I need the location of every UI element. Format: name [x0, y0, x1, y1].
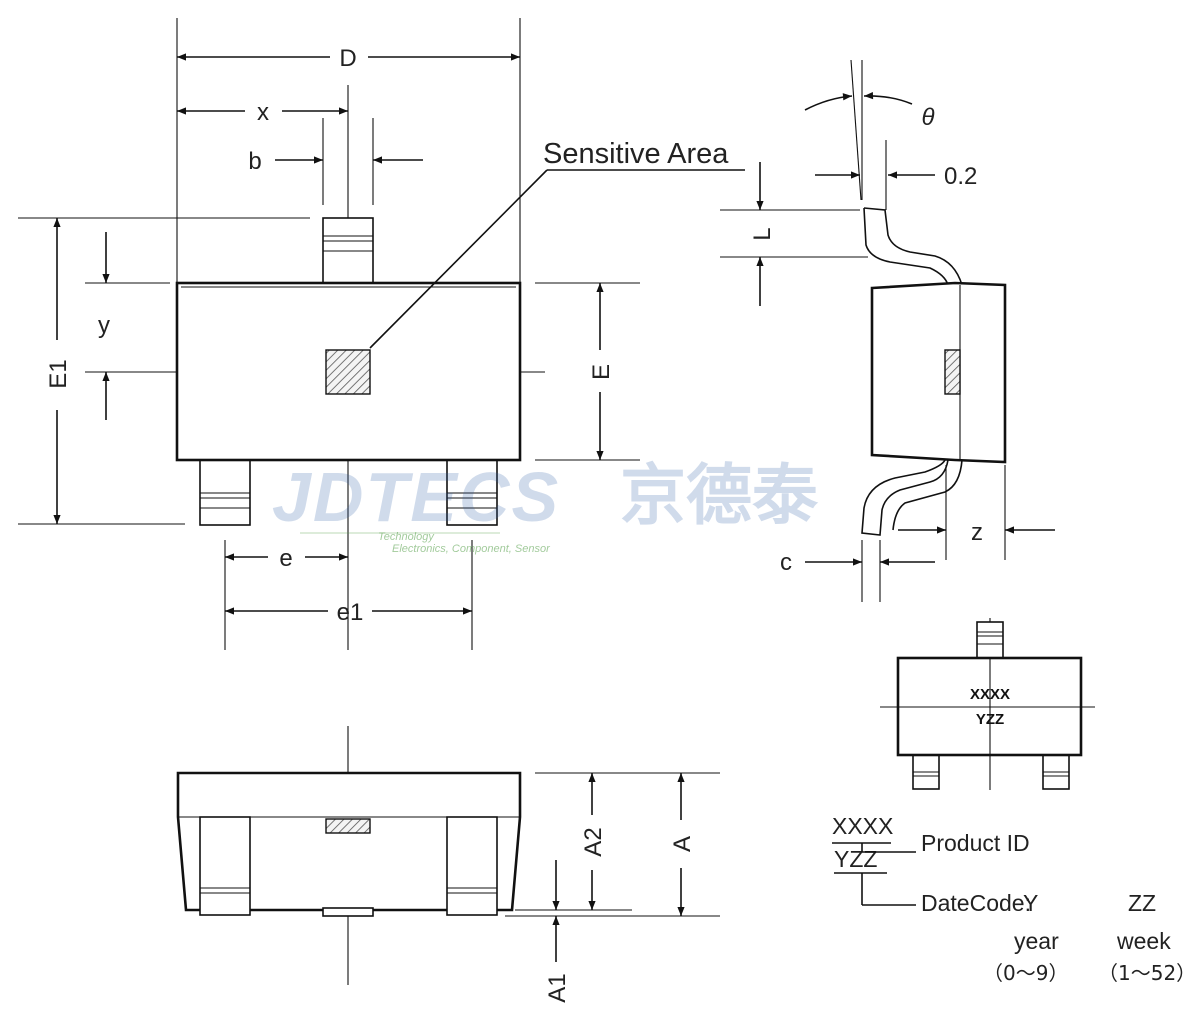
legend-week: week	[1116, 928, 1171, 954]
dim-label-A: A	[669, 836, 696, 852]
marking-line1: XXXX	[970, 686, 1010, 703]
watermark-tag2: Electronics, Component, Sensor	[392, 543, 551, 555]
front-center-lead	[322, 907, 374, 917]
dim-label-E: E	[588, 364, 615, 380]
dim-label-x: x	[257, 99, 269, 126]
sensitive-area-front	[325, 818, 371, 834]
dim-label-D: D	[339, 45, 356, 72]
legend-y: Y	[1023, 890, 1038, 916]
legend-year: year	[1014, 928, 1059, 954]
watermark-tag1: Technology	[378, 531, 435, 543]
package-body-side	[870, 281, 1007, 464]
watermark-brand: JDTECS	[272, 458, 560, 536]
dim-label-A2: A2	[580, 827, 607, 856]
legend-product-id: Product ID	[921, 830, 1030, 856]
legend-year-range: （0～9）	[983, 961, 1068, 985]
legend-datecode: DateCode:	[921, 890, 1031, 916]
dim-label-L: L	[749, 227, 776, 240]
sensitive-area-label: Sensitive Area	[543, 138, 729, 170]
dim-label-b: b	[248, 148, 261, 175]
dim-label-c: c	[780, 549, 792, 576]
sensitive-area-side	[944, 349, 961, 395]
front-view: A A2 A1	[176, 726, 720, 1003]
marking-legend: XXXX YZZ Product ID DateCode: Y ZZ year …	[832, 813, 1196, 985]
dim-label-e: e	[279, 545, 292, 572]
side-view: θ 0.2 L z c	[720, 59, 1055, 602]
dim-label-E1: E1	[45, 359, 72, 388]
sensitive-area-mark	[325, 349, 371, 395]
front-left-lead	[199, 816, 251, 916]
dim-label-z: z	[971, 519, 983, 546]
dim-label-0-2: 0.2	[944, 163, 977, 190]
watermark-brand-cn: 京德泰	[620, 457, 819, 534]
watermark: JDTECS 京德泰 Technology Electronics, Compo…	[272, 457, 819, 555]
dim-label-theta: θ	[921, 104, 934, 131]
marking-line2: YZZ	[976, 711, 1004, 728]
front-right-lead	[446, 816, 498, 916]
dim-label-A1: A1	[544, 973, 571, 1002]
dim-label-y: y	[98, 312, 110, 339]
legend-zz: ZZ	[1128, 890, 1156, 916]
dim-label-e1: e1	[337, 599, 364, 626]
legend-week-range: （1～52）	[1098, 961, 1196, 985]
marking-top-pin	[976, 621, 1004, 659]
top-view: D x b y E1 E e e1 Sensitive Area	[18, 18, 745, 650]
marking-view: XXXX YZZ	[880, 618, 1095, 790]
legend-code1: XXXX	[832, 813, 893, 839]
legend-code2: YZZ	[834, 846, 877, 872]
